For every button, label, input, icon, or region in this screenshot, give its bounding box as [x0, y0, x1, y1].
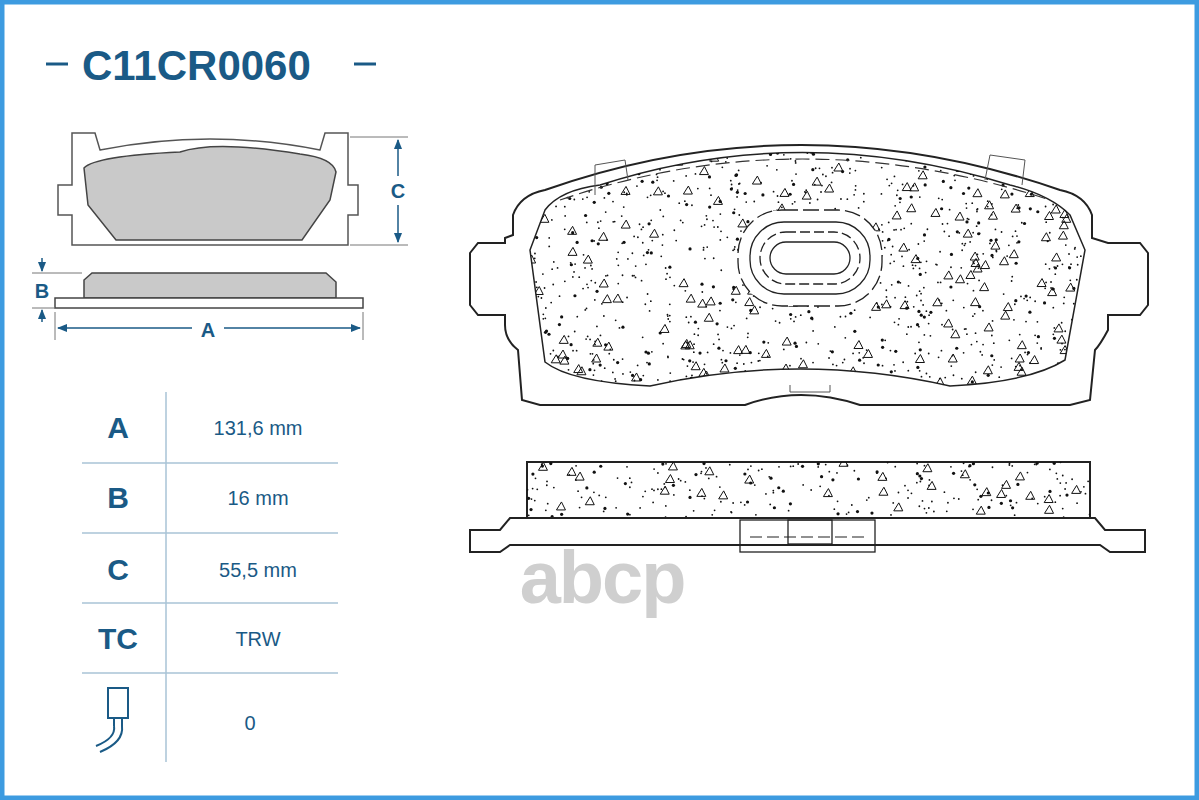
dimension-letter: B — [32, 281, 52, 301]
table-value: 131,6 mm — [214, 418, 303, 438]
watermark: abcp — [520, 541, 685, 615]
dimension-letter: A — [198, 320, 218, 340]
table-key: B — [107, 483, 129, 513]
table-key: A — [107, 413, 129, 443]
table-value: 0 — [244, 713, 255, 733]
table-value: TRW — [235, 629, 280, 649]
table-key: TC — [98, 624, 138, 654]
table-value: 55,5 mm — [219, 560, 297, 580]
table-value: 16 mm — [227, 488, 288, 508]
table-key: C — [107, 555, 129, 585]
part-number-title: C11CR0060 — [82, 45, 311, 87]
dimension-letter: C — [388, 181, 408, 201]
